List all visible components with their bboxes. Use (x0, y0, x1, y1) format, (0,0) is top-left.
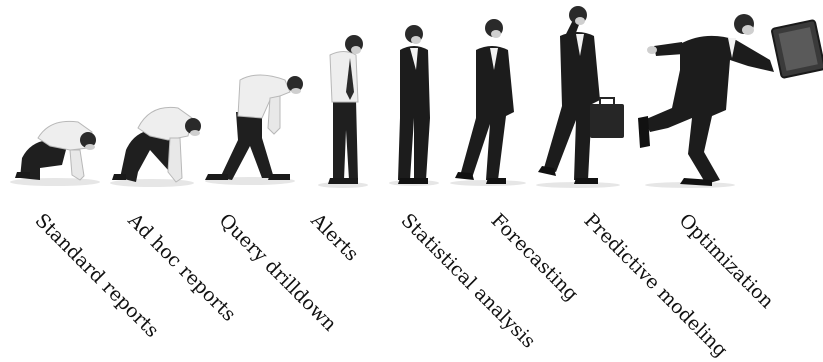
running-briefcase-man-figure (638, 14, 823, 186)
phone-briefcase-walking-man-figure (538, 6, 624, 184)
stooped-walking-man-figure (205, 75, 303, 180)
crawling-rising-man-figure (112, 107, 201, 182)
upright-shirt-man-figure (328, 35, 363, 184)
evolution-diagram: Standard reports Ad hoc reports Query dr… (0, 0, 823, 342)
suited-walking-man-figure (455, 19, 514, 184)
kneeling-crawling-man-figure (15, 121, 96, 180)
suited-standing-man-figure (398, 25, 430, 184)
